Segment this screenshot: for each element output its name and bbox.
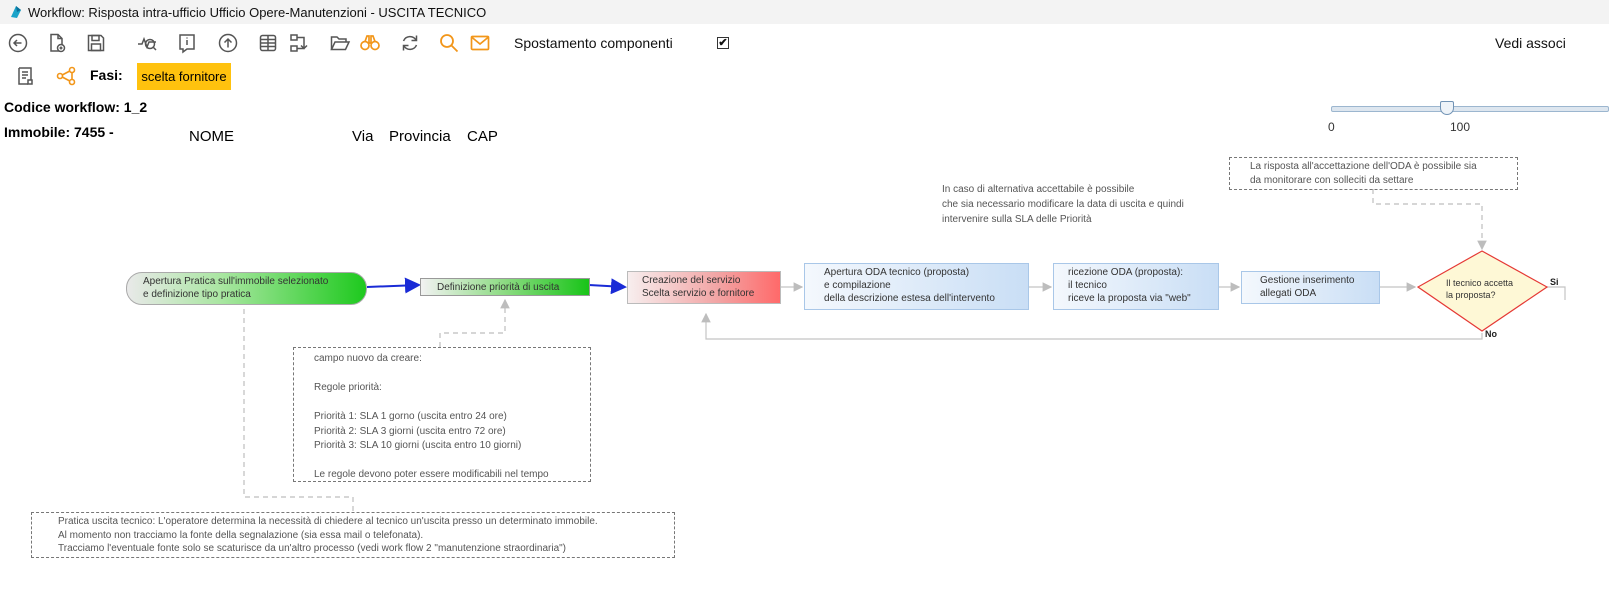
mail-icon[interactable] (468, 31, 492, 55)
spostamento-checkbox[interactable]: ✔ (717, 37, 729, 49)
note-campo-priorita[interactable]: campo nuovo da creare: Regole priorità: … (293, 347, 591, 482)
note-line: intervenire sulla SLA delle Priorità (942, 214, 1092, 225)
immobile-via: Via (352, 128, 374, 145)
workflow-search-icon[interactable] (135, 31, 159, 55)
branch-yes-label: Si (1550, 277, 1559, 287)
phases-list-icon[interactable] (13, 64, 37, 88)
back-icon[interactable] (6, 31, 30, 55)
flow-decision-yes (1545, 286, 1566, 300)
zoom-min-label: 0 (1328, 120, 1335, 134)
note-line: Priorità 2: SLA 3 giorni (uscita entro 7… (314, 425, 506, 437)
decision-label[interactable]: Il tecnico accetta la proposta? (1446, 277, 1513, 301)
node-apertura-oda[interactable]: Apertura ODA tecnico (proposta) e compil… (804, 263, 1029, 310)
note-line: campo nuovo da creare: (314, 353, 422, 364)
node-definizione-priorita[interactable]: Definizione priorità di uscita (420, 278, 590, 296)
note-line: Priorità 1: SLA 1 gorno (uscita entro 24… (314, 411, 507, 422)
node-line: Apertura Pratica sull'immobile seleziona… (143, 276, 329, 287)
note-line: da monitorare con solleciti da settare (1250, 175, 1414, 186)
decision-line: Il tecnico accetta (1446, 278, 1514, 288)
note-alternativa: In caso di alternativa accettabile è pos… (942, 182, 1184, 227)
immobile-nome: NOME (189, 128, 234, 145)
node-line: della descrizione estesa dell'intervento (824, 293, 995, 304)
node-line: ricezione ODA (proposta): (1068, 267, 1184, 278)
note-line: Priorità 3: SLA 10 giorni (uscita entro … (314, 440, 522, 451)
node-ricezione-oda[interactable]: ricezione ODA (proposta): il tecnico ric… (1053, 263, 1219, 310)
branch-no-label: No (1485, 329, 1497, 339)
note-line (314, 396, 570, 411)
flow-decision-no (701, 312, 1483, 340)
node-line: Gestione inserimento (1260, 275, 1355, 286)
zoom-slider-thumb[interactable] (1440, 101, 1454, 115)
upload-icon[interactable] (216, 31, 240, 55)
app-logo-icon (11, 6, 21, 18)
fasi-label: Fasi: (90, 67, 123, 83)
note-line (314, 367, 570, 382)
node-line: Apertura ODA tecnico (proposta) (824, 267, 970, 278)
window-title: Workflow: Risposta intra-ufficio Ufficio… (28, 4, 487, 20)
note-line: In caso di alternativa accettabile è pos… (942, 184, 1135, 195)
flow-apertura-definizione (366, 277, 421, 294)
node-line: allegati ODA (1260, 288, 1317, 299)
immobile-provincia: Provincia (389, 128, 451, 145)
share-nodes-icon[interactable] (54, 64, 78, 88)
node-line: e compilazione (824, 280, 891, 291)
binoculars-icon[interactable] (358, 31, 382, 55)
node-line: e definizione tipo pratica (143, 289, 251, 300)
node-line: riceve la proposta via "web" (1068, 293, 1191, 304)
zoom-mid-label: 100 (1450, 120, 1471, 134)
title-bar: Workflow: Risposta intra-ufficio Ufficio… (0, 0, 1609, 24)
flow-definizione-creazione (588, 278, 627, 295)
note-line: Le regole devono poter essere modificabi… (314, 469, 549, 480)
immobile-cap: CAP (467, 128, 498, 145)
note-line: La risposta all'accettazione dell'ODA è … (1250, 161, 1477, 172)
node-line: Scelta servizio e fornitore (642, 288, 755, 299)
workflow-canvas[interactable]: Apertura Pratica sull'immobile seleziona… (0, 150, 1609, 613)
note-link-campo (439, 298, 510, 347)
immobile-info: Immobile: 7455 - (4, 124, 114, 140)
move-component-icon[interactable] (287, 31, 311, 55)
note-line: Al momento non tracciamo la fonte della … (58, 529, 424, 541)
info-icon[interactable] (175, 31, 199, 55)
note-link-oda (1372, 189, 1487, 251)
note-pratica-uscita[interactable]: Pratica uscita tecnico: L'operatore dete… (31, 512, 675, 558)
new-document-icon[interactable] (45, 31, 69, 55)
decision-line: la proposta? (1446, 290, 1496, 300)
node-line: Creazione del servizio (642, 275, 741, 286)
flow-connectors (239, 189, 1566, 511)
node-gestione-allegati[interactable]: Gestione inserimento allegati ODA (1241, 271, 1380, 304)
note-line: Tracciamo l'eventuale fonte solo se scat… (58, 543, 567, 554)
codice-workflow: Codice workflow: 1_2 (4, 99, 148, 115)
zoom-slider-track[interactable] (1331, 106, 1609, 112)
note-risposta-oda[interactable]: La risposta all'accettazione dell'ODA è … (1229, 157, 1518, 190)
save-icon[interactable] (84, 31, 108, 55)
search-icon[interactable] (437, 31, 461, 55)
note-line: che sia necessario modificare la data di… (942, 199, 1184, 210)
decision-diamond (1416, 250, 1549, 332)
node-creazione-servizio[interactable]: Creazione del servizio Scelta servizio e… (627, 271, 781, 304)
node-line: il tecnico (1068, 280, 1107, 291)
note-line: Pratica uscita tecnico: L'operatore dete… (58, 516, 598, 527)
note-line (314, 454, 570, 469)
refresh-icon[interactable] (398, 31, 422, 55)
grid-icon[interactable] (256, 31, 280, 55)
phase-chip[interactable]: scelta fornitore (137, 63, 231, 90)
node-line: Definizione priorità di uscita (437, 282, 560, 293)
node-apertura-pratica[interactable]: Apertura Pratica sull'immobile seleziona… (126, 272, 367, 305)
open-folder-icon[interactable] (328, 31, 352, 55)
spostamento-label: Spostamento componenti (514, 35, 673, 51)
note-line: Regole priorità: (314, 382, 382, 393)
vedi-associati-label[interactable]: Vedi associ (1495, 35, 1566, 51)
